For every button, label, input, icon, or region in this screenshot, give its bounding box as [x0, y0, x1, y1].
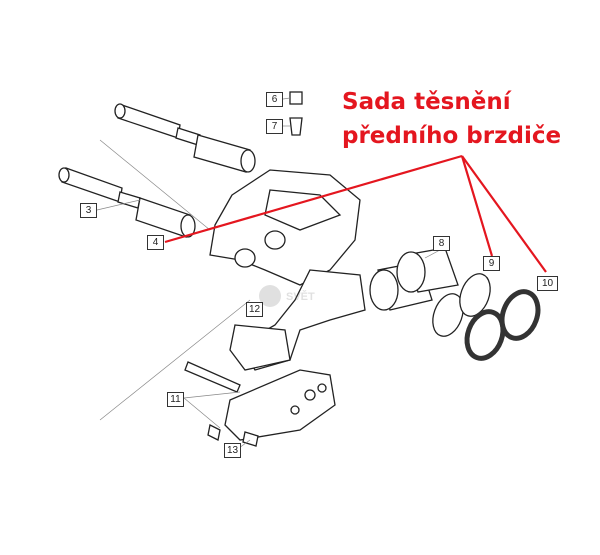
seal-ring-9a: [432, 293, 464, 337]
part-7-bleeder: [289, 117, 303, 136]
callout-line-1: Sada těsnění: [342, 89, 511, 115]
part-label-12: 12: [246, 302, 263, 317]
part-label-13: 13: [224, 443, 241, 458]
callout-line-2: předního brzdiče: [342, 123, 562, 149]
part-label-3: 3: [80, 203, 97, 218]
part-label-11: 11: [167, 392, 184, 407]
brake-pad: [224, 369, 336, 441]
guide-pin-lower: [58, 167, 196, 238]
svg-text:SVĚT: SVĚT: [286, 290, 315, 303]
part-label-10: 10: [537, 276, 558, 291]
dust-boot-10b: [499, 289, 541, 341]
part-label-8: 8: [433, 236, 450, 251]
part-label-7: 7: [266, 119, 283, 134]
dust-boot-10a: [464, 309, 506, 361]
caliper-body: [209, 169, 361, 286]
guide-pin-upper: [114, 103, 256, 173]
part-label-4: 4: [147, 235, 164, 250]
part-label-9: 9: [483, 256, 500, 271]
pistons: [369, 247, 459, 311]
watermark-logo: SVĚT: [259, 285, 315, 307]
part-label-6: 6: [266, 92, 283, 107]
seal-ring-9b: [459, 273, 491, 317]
part-6-cap: [289, 91, 303, 105]
callout-lines: [164, 154, 547, 273]
